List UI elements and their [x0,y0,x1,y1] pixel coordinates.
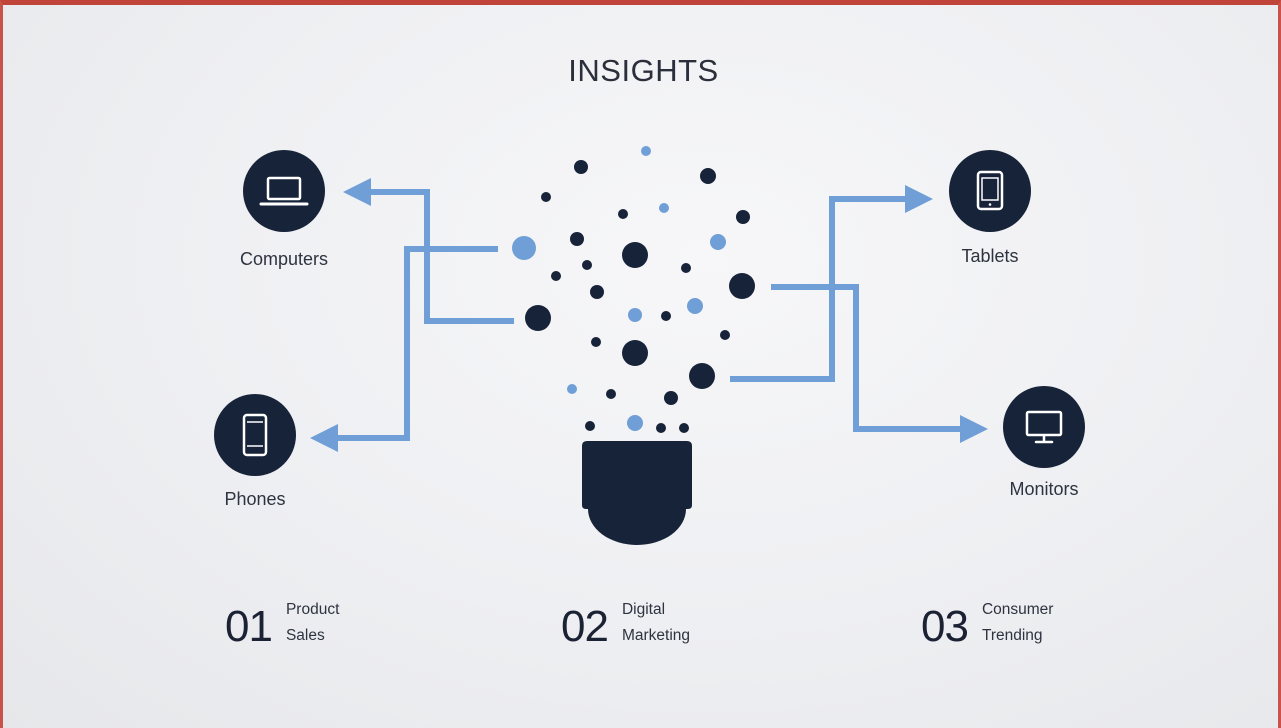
step-03: 03 Consumer Trending [921,601,1053,651]
step-caption-line2: Sales [285,627,325,644]
arrow-to-phones [333,246,498,441]
laptop-icon [259,176,309,206]
step-caption-line1: Digital [621,601,666,618]
step-caption: Digital Marketing [622,597,690,649]
computers-label: Computers [239,249,329,269]
monitor-icon [1025,410,1063,444]
arrowhead-phones [310,424,338,452]
step-caption-line1: Product [285,601,340,618]
step-number: 03 [921,602,969,651]
phone-icon [242,413,268,457]
page-title: INSIGHTS [568,53,719,88]
step-caption: Consumer Trending [982,597,1054,649]
monitors-node [1003,386,1085,468]
idea-dots [512,146,755,433]
step-number: 01 [225,602,273,651]
arrowhead-monitors [960,415,988,443]
step-01: 01 Product Sales [225,601,339,651]
insights-diagram [214,146,1085,545]
step-caption-line2: Marketing [621,627,691,644]
step-caption-line1: Consumer [981,601,1054,618]
step-caption: Product Sales [286,597,339,649]
computers-node [243,150,325,232]
phones-node [214,394,296,476]
arrow-to-computers [368,189,514,324]
step-number: 02 [561,602,609,651]
bulb-base-icon [582,441,692,545]
arrowhead-computers [343,178,371,206]
tablets-label: Tablets [961,246,1019,266]
step-caption-line2: Trending [981,627,1043,644]
arrow-to-monitors [771,284,963,432]
step-02: 02 Digital Marketing [561,601,690,651]
phones-label: Phones [224,489,286,509]
tablets-node [949,150,1031,232]
monitors-label: Monitors [1009,479,1079,499]
tablet-icon [976,170,1004,211]
arrowhead-tablets [905,185,933,213]
